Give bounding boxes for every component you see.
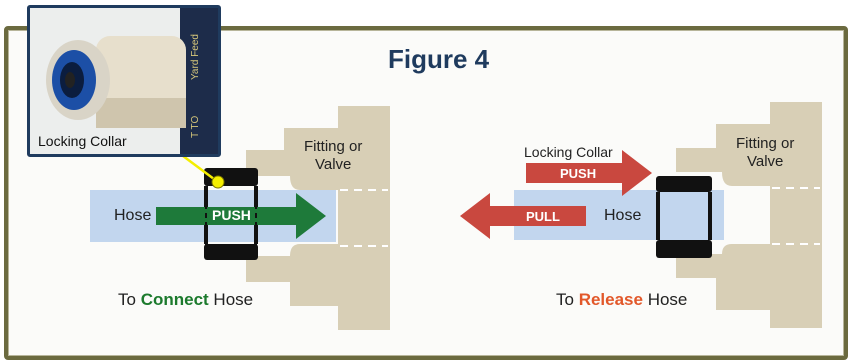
inset-fitting-shade [96, 98, 186, 128]
release-fitting-label: Fitting or Valve [736, 135, 794, 171]
inset-panel-text-2: T TO [190, 116, 201, 138]
collar-cap-bottom [204, 244, 258, 260]
connect-push-label: PUSH [212, 207, 251, 223]
connect-caption-suffix: Hose [208, 290, 254, 309]
release-push-label: PUSH [560, 166, 597, 181]
connect-caption: To Connect Hose [118, 290, 253, 310]
fitting-upper-arm [246, 128, 338, 190]
release-caption: To Release Hose [556, 290, 687, 310]
connect-caption-prefix: To [118, 290, 141, 309]
release-fitting [676, 102, 822, 328]
connect-fitting-label-line2: Valve [314, 156, 352, 173]
collar-cap-top [656, 176, 712, 192]
inset-photo: Yard Feed T TO Locking Collar [27, 5, 221, 157]
fitting-body-right [338, 106, 390, 330]
collar-right-side [708, 192, 712, 240]
inset-panel-text: Yard Feed [190, 34, 201, 80]
collar-left-side [656, 192, 660, 240]
fitting-body-right [770, 102, 822, 328]
release-pull-arrow [460, 193, 586, 239]
inset-collar-inner [65, 72, 75, 88]
connect-caption-highlight: Connect [140, 290, 209, 309]
figure-title: Figure 4 [388, 44, 490, 74]
collar-cap-bottom [656, 240, 712, 258]
inset-photo-drawing: Yard Feed T TO [30, 8, 218, 154]
release-collar-label: Locking Collar [524, 144, 613, 160]
release-pull-label: PULL [526, 209, 560, 224]
release-push-arrow [526, 150, 652, 196]
release-locking-collar [656, 176, 712, 258]
inset-label: Locking Collar [38, 133, 127, 149]
inset-panel [180, 8, 218, 154]
fitting-lower-arm [676, 244, 770, 310]
fitting-lower-arm [246, 244, 338, 306]
release-fitting-label-line2: Valve [746, 153, 784, 170]
fitting-upper-arm [676, 124, 770, 186]
release-caption-prefix: To [556, 290, 579, 309]
connect-fitting-label: Fitting or Valve [304, 138, 362, 174]
inset-pointer-dot-end [211, 175, 225, 189]
release-fitting-label-line1: Fitting or [736, 135, 795, 152]
connect-fitting-label-line1: Fitting or [304, 138, 363, 155]
connect-hose-label: Hose [114, 207, 152, 224]
connect-fitting [246, 106, 390, 330]
release-hose-label: Hose [604, 207, 642, 224]
release-caption-suffix: Hose [642, 290, 688, 309]
release-caption-highlight: Release [578, 290, 643, 309]
connect-push-arrow [156, 193, 326, 239]
